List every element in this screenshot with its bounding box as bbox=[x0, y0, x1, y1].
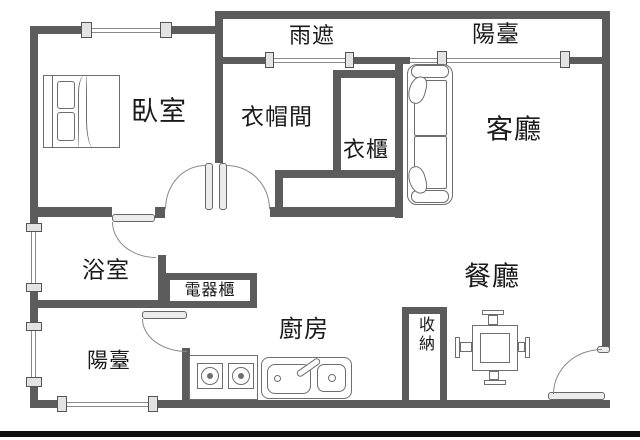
sink-drain bbox=[328, 374, 336, 382]
wall-window-line-a bbox=[215, 57, 265, 64]
dining-chair bbox=[488, 315, 498, 325]
room-label-living-room: 客廳 bbox=[486, 114, 542, 145]
wall-wardrobe-top bbox=[333, 70, 402, 78]
window-balcony-bottom bbox=[67, 402, 148, 407]
window-post bbox=[560, 51, 570, 68]
stove-burner-center bbox=[238, 373, 244, 379]
door-arc-entrance bbox=[553, 349, 602, 394]
wall-living-west bbox=[395, 57, 403, 218]
wall-bottom-b bbox=[158, 400, 610, 408]
dining-chair bbox=[525, 337, 530, 358]
dining-chair bbox=[518, 342, 525, 352]
window-post bbox=[265, 52, 274, 68]
wall-bottom-a bbox=[30, 400, 57, 408]
room-label-canopy: 雨遮 bbox=[288, 23, 336, 48]
wall-kitchen-stub bbox=[182, 348, 190, 400]
room-label-dining-room: 餐廳 bbox=[464, 261, 520, 292]
wall-window-line-b bbox=[353, 57, 410, 64]
window-post bbox=[57, 396, 67, 412]
window-post bbox=[148, 396, 158, 412]
window-post bbox=[26, 223, 42, 232]
wall-left-a bbox=[30, 26, 38, 223]
door-leaf-bathroom bbox=[112, 214, 155, 222]
wall-hall-jamb bbox=[155, 207, 165, 218]
sink-drain bbox=[274, 375, 281, 382]
sofa-cushion bbox=[414, 136, 447, 189]
wall-elec-left bbox=[163, 273, 170, 308]
wall-closet-stub bbox=[275, 170, 283, 215]
window-bathroom-left bbox=[31, 232, 36, 283]
room-label-storage: 收納 bbox=[416, 316, 433, 354]
wall-bath-bottom bbox=[30, 300, 166, 308]
window-post bbox=[26, 377, 42, 387]
bed-pillow bbox=[57, 112, 75, 141]
dining-table-inner bbox=[480, 333, 510, 363]
room-label-walk-in-closet: 衣帽間 bbox=[241, 103, 313, 130]
wall-storage-left bbox=[402, 307, 409, 400]
wall-elec-right bbox=[250, 273, 257, 308]
bed-blanket-fold bbox=[78, 75, 88, 148]
door-leaf-balcony bbox=[142, 311, 187, 319]
bed-headboard-line bbox=[52, 75, 54, 148]
window-post bbox=[160, 22, 172, 38]
wall-elec-top bbox=[163, 273, 257, 280]
wall-bedroom-closet-divider bbox=[215, 11, 223, 163]
dining-chair bbox=[482, 310, 504, 315]
wall-top-left-a bbox=[30, 26, 82, 34]
room-label-appliance-cabinet: 電器櫃 bbox=[184, 282, 236, 299]
wall-closet-bottom bbox=[275, 170, 402, 178]
wall-storage-top bbox=[402, 307, 447, 314]
wall-top-right bbox=[215, 11, 610, 19]
room-label-balcony-top: 陽臺 bbox=[472, 20, 520, 47]
dining-chair bbox=[484, 380, 506, 385]
dining-chair bbox=[455, 337, 460, 358]
door-arc-bedroom bbox=[165, 165, 205, 209]
window-living-top-b bbox=[447, 58, 560, 63]
wall-bath-east bbox=[158, 255, 166, 308]
room-label-bedroom: 臥室 bbox=[131, 96, 187, 127]
sofa-armrest bbox=[411, 65, 449, 78]
room-label-wardrobe: 衣櫃 bbox=[342, 137, 390, 162]
wall-hall-b bbox=[270, 207, 402, 217]
wall-hall-a bbox=[30, 207, 112, 217]
window-balcony-left bbox=[31, 331, 36, 377]
wall-storage-right bbox=[440, 307, 447, 400]
door-leaf-bedroom bbox=[205, 163, 213, 210]
room-label-bathroom: 浴室 bbox=[82, 256, 130, 283]
door-arc-bathroom bbox=[112, 222, 156, 258]
dining-chair bbox=[489, 371, 499, 380]
dining-chair bbox=[460, 342, 472, 352]
window-post bbox=[345, 52, 354, 68]
window-post bbox=[81, 22, 92, 38]
stove-burner-center bbox=[207, 373, 213, 379]
wall-top-left-b bbox=[172, 26, 215, 34]
bed-blanket-fold bbox=[86, 75, 96, 148]
window-post bbox=[26, 283, 42, 292]
wall-left-c bbox=[30, 387, 38, 408]
bed-pillow bbox=[57, 81, 75, 109]
door-arc-closet bbox=[227, 165, 270, 209]
wall-right bbox=[602, 11, 610, 348]
wall-elec-bottom bbox=[163, 301, 257, 308]
window-post bbox=[26, 322, 42, 331]
window-bedroom-top bbox=[92, 28, 160, 33]
room-label-kitchen: 廚房 bbox=[279, 316, 329, 343]
wall-window-line-c bbox=[570, 57, 602, 64]
wall-wardrobe-left bbox=[333, 70, 341, 178]
room-label-balcony-bottom: 陽臺 bbox=[87, 349, 131, 373]
window-closet-top bbox=[274, 58, 345, 63]
bottom-divider-bar bbox=[0, 431, 640, 437]
window-living-top-a bbox=[410, 58, 437, 63]
door-arc-balcony bbox=[142, 319, 187, 352]
door-leaf-closet bbox=[219, 163, 227, 210]
